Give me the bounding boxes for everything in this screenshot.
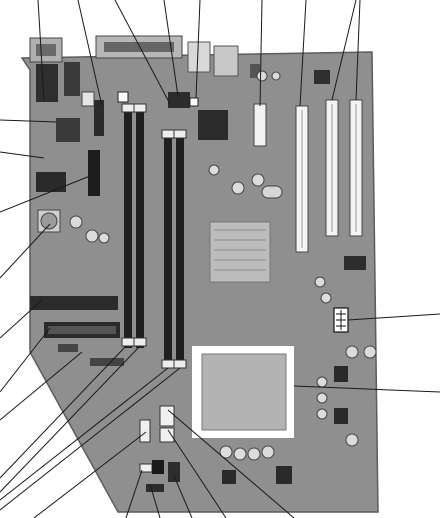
pwr-chip-bottom [276, 466, 292, 484]
audio-jacks [187, 41, 211, 73]
leader-bottom-10 [167, 409, 295, 518]
leader-left-4 [0, 223, 51, 279]
chipset-ich [198, 110, 228, 140]
dimm-latch-2a [133, 103, 147, 113]
small-strip [90, 358, 124, 366]
crystal [261, 185, 283, 199]
keyboard-mouse-ports [64, 62, 80, 96]
leader-right-1 [347, 313, 440, 321]
leader-bottom-1 [0, 345, 127, 479]
leader-top-3 [114, 0, 171, 105]
processor-socket [192, 346, 294, 438]
leader-top-6 [259, 0, 263, 107]
marker-square-2 [189, 97, 199, 107]
floppy-connector [30, 296, 118, 310]
dimm-latch-4b [173, 359, 187, 369]
sata-header-1 [139, 419, 151, 443]
leader-top-1 [37, 0, 45, 101]
leader-left-6 [0, 327, 51, 393]
leader-left-2 [0, 151, 45, 159]
power-connector-aux [168, 92, 190, 108]
dimm-latch-1b [121, 337, 135, 347]
dimm-slot-3 [164, 136, 172, 368]
dimm-latch-3b [161, 359, 175, 369]
leader-top-7 [299, 0, 307, 107]
network-port [213, 45, 239, 77]
chipset-heatsink [209, 221, 271, 283]
leader-right-2 [293, 385, 440, 393]
leader-top-9 [355, 0, 361, 101]
speaker-chip [152, 460, 164, 474]
cmos-battery [40, 212, 58, 230]
mosfet-2 [334, 408, 348, 424]
dimm-slot-1 [124, 110, 132, 348]
fan-header-1 [81, 91, 95, 107]
vrm-chip [314, 70, 330, 84]
jumper-block [94, 100, 104, 136]
vreg-chip [344, 256, 366, 270]
dimm-latch-4a [173, 129, 187, 139]
pci-express-small [253, 103, 267, 147]
usb-stack [36, 64, 58, 102]
dimm-latch-3a [161, 129, 175, 139]
socket-area [201, 353, 287, 431]
dimm-slot-2 [136, 110, 144, 348]
leader-left-1 [0, 119, 57, 123]
leader-top-5 [195, 0, 201, 99]
rear-io-connectors [29, 35, 239, 102]
drive-connectors [30, 296, 120, 352]
marker-square-1 [117, 91, 129, 103]
front-audio-header [146, 484, 164, 492]
io-chips [36, 64, 330, 233]
lower-headers [90, 358, 180, 492]
leader-bottom-6 [125, 469, 143, 518]
leader-bottom-8 [173, 475, 193, 518]
small-connector-b [58, 344, 78, 352]
super-io-chip [56, 118, 80, 142]
front-usb-header [168, 462, 180, 482]
leader-left-3 [0, 175, 91, 213]
leader-top-4 [163, 0, 179, 97]
leader-bottom-4 [0, 367, 181, 511]
bios-chip [36, 172, 66, 192]
leader-left-7 [0, 351, 83, 421]
small-chip-a [250, 64, 260, 78]
leader-bottom-3 [0, 367, 169, 501]
leader-top-8 [331, 0, 357, 101]
leader-top-2 [77, 0, 103, 107]
leader-bottom-7 [149, 483, 161, 518]
serial-port-inner [36, 44, 56, 56]
heatsink-base [209, 221, 271, 283]
leader-bottom-5 [33, 431, 147, 518]
pwr-chip-bottom-2 [222, 470, 236, 484]
fan-header-cpu [159, 405, 175, 427]
leader-bottom-2 [0, 345, 141, 493]
pci-slots [295, 99, 363, 253]
leader-left-5 [0, 299, 43, 339]
ide-connector-slot [48, 326, 116, 334]
dimm-latch-2b [133, 337, 147, 347]
dimm-slot-4 [176, 136, 184, 368]
header-front-panel [88, 150, 100, 196]
fan-header-chassis [159, 427, 175, 443]
mosfet-1 [334, 366, 348, 382]
memory-slots [121, 103, 187, 369]
leader-bottom-9 [167, 429, 227, 518]
parallel-port-inner [104, 42, 174, 52]
capacitors [69, 70, 377, 461]
dimm-latch-1a [121, 103, 135, 113]
